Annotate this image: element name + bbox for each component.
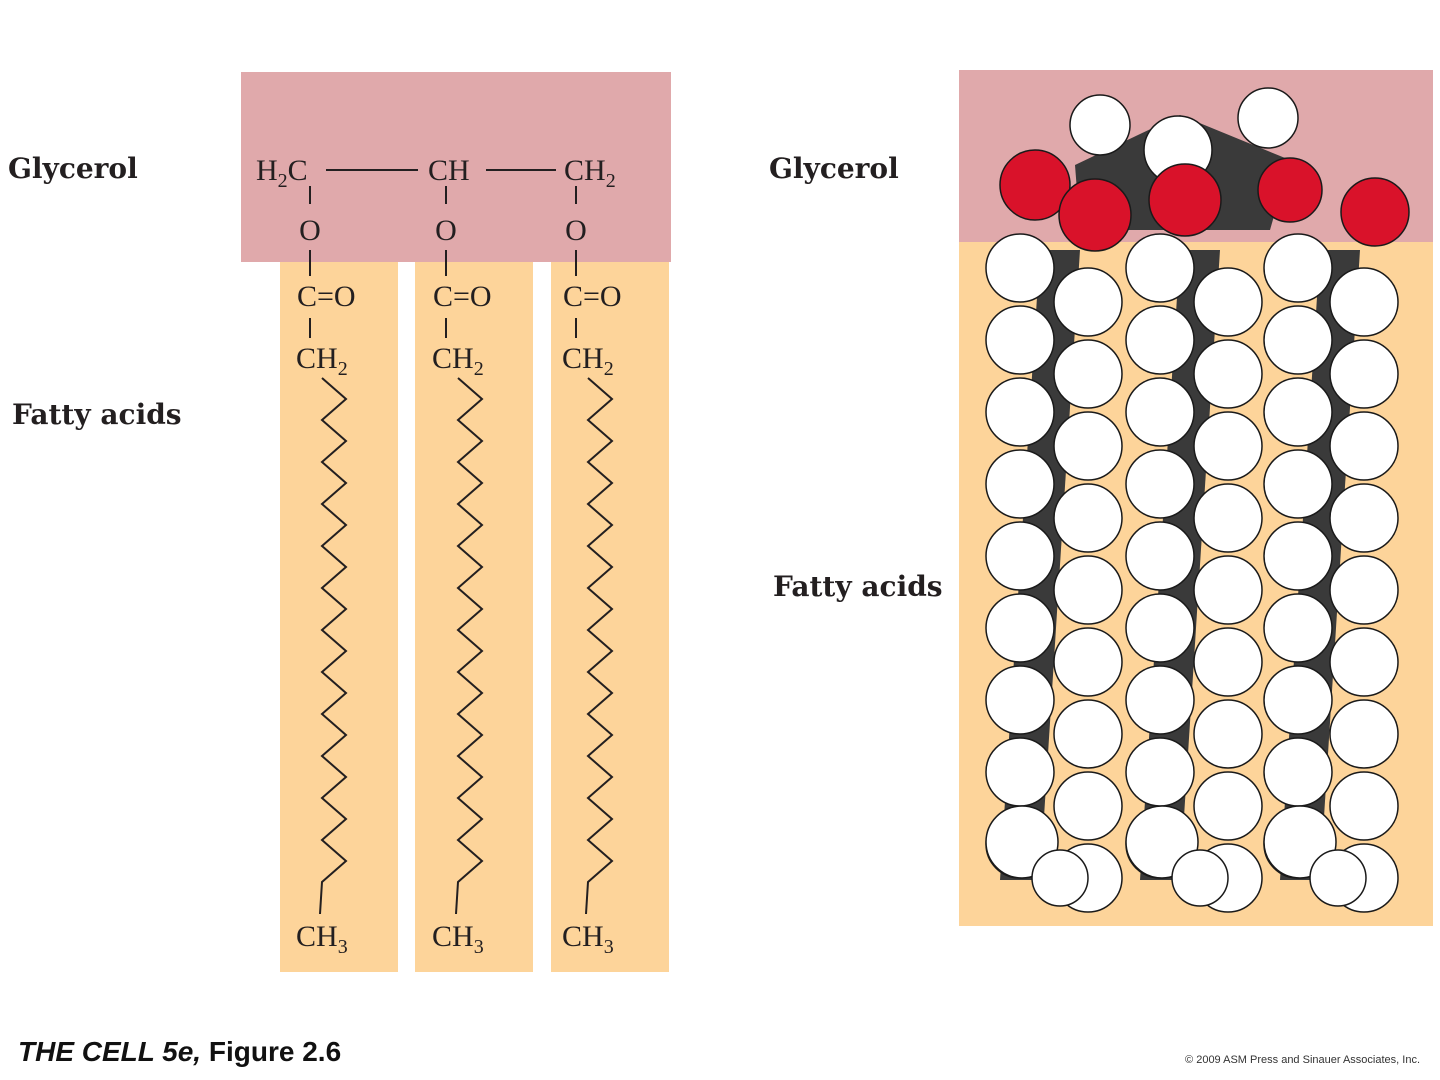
hydrogen-atom bbox=[1263, 665, 1333, 735]
hydrogen-atom bbox=[1193, 627, 1263, 697]
oxygen-atom bbox=[1058, 178, 1132, 252]
hydrogen-atom bbox=[1329, 699, 1399, 769]
hydrogen-atom bbox=[1069, 94, 1131, 156]
hydrogen-atom bbox=[1193, 411, 1263, 481]
fatty-acids-label-right: Fatty acids bbox=[773, 570, 943, 603]
hydrogen-atom bbox=[1329, 627, 1399, 697]
hydrogen-atom bbox=[1263, 305, 1333, 375]
hydrogen-atom bbox=[1053, 267, 1123, 337]
hydrogen-atom bbox=[1193, 771, 1263, 841]
fatty-acid-column-3 bbox=[551, 262, 669, 972]
hydrogen-atom bbox=[1263, 377, 1333, 447]
glycerol-carbon-1: H2C bbox=[256, 154, 308, 192]
figure-caption: THE CELL 5e, Figure 2.6 bbox=[18, 1036, 341, 1068]
hydrogen-atom bbox=[1053, 771, 1123, 841]
methyl-group: CH3 bbox=[432, 920, 484, 958]
methylene-group: CH2 bbox=[432, 342, 484, 380]
hydrogen-atom bbox=[1053, 627, 1123, 697]
hydrogen-atom bbox=[1329, 771, 1399, 841]
hydrogen-atom bbox=[1329, 267, 1399, 337]
hydrogen-atom bbox=[985, 521, 1055, 591]
hydrogen-atom bbox=[985, 665, 1055, 735]
fatty-acids-label-left: Fatty acids bbox=[12, 398, 182, 431]
hydrogen-atom bbox=[1263, 521, 1333, 591]
glycerol-carbon-3: CH2 bbox=[564, 154, 616, 192]
glycerol-region-left bbox=[241, 72, 671, 262]
methyl-group: CH3 bbox=[296, 920, 348, 958]
hydrogen-atom bbox=[1329, 555, 1399, 625]
methylene-group: CH2 bbox=[296, 342, 348, 380]
hydrogen-atom bbox=[985, 233, 1055, 303]
hydrogen-atom bbox=[985, 305, 1055, 375]
ester-oxygen: O bbox=[299, 214, 321, 247]
hydrogen-atom bbox=[1329, 411, 1399, 481]
hydrogen-atom bbox=[1125, 449, 1195, 519]
glycerol-carbon-2: CH bbox=[428, 154, 470, 187]
hydrogen-atom bbox=[1193, 699, 1263, 769]
hydrogen-atom bbox=[1031, 849, 1089, 907]
hydrogen-atom bbox=[1193, 267, 1263, 337]
hydrogen-atom bbox=[1237, 87, 1299, 149]
hydrogen-atom bbox=[985, 737, 1055, 807]
hydrocarbon-chain bbox=[585, 377, 614, 915]
hydrogen-atom bbox=[985, 593, 1055, 663]
carbonyl-group: C=O bbox=[563, 280, 622, 313]
hydrogen-atom bbox=[1125, 665, 1195, 735]
hydrogen-atom bbox=[1125, 377, 1195, 447]
carbonyl-group: C=O bbox=[297, 280, 356, 313]
hydrogen-atom bbox=[1263, 449, 1333, 519]
hydrogen-atom bbox=[1125, 521, 1195, 591]
hydrogen-atom bbox=[985, 449, 1055, 519]
hydrogen-atom bbox=[985, 377, 1055, 447]
oxygen-atom bbox=[1257, 157, 1323, 223]
hydrogen-atom bbox=[1053, 339, 1123, 409]
methyl-group: CH3 bbox=[562, 920, 614, 958]
space-filling-atoms bbox=[985, 87, 1410, 913]
hydrogen-atom bbox=[1125, 305, 1195, 375]
hydrogen-atom bbox=[1263, 737, 1333, 807]
hydrogen-atom bbox=[1193, 339, 1263, 409]
figure-number: Figure 2.6 bbox=[201, 1036, 342, 1067]
methylene-group: CH2 bbox=[562, 342, 614, 380]
hydrogen-atom bbox=[1053, 411, 1123, 481]
copyright-notice: © 2009 ASM Press and Sinauer Associates,… bbox=[1185, 1054, 1420, 1066]
hydrogen-atom bbox=[1125, 737, 1195, 807]
hydrogen-atom bbox=[1193, 483, 1263, 553]
hydrogen-atom bbox=[1171, 849, 1229, 907]
hydrogen-atom bbox=[1329, 339, 1399, 409]
space-filling-model-panel bbox=[959, 70, 1433, 926]
oxygen-atom bbox=[999, 149, 1071, 221]
book-title: THE CELL 5e, bbox=[18, 1036, 202, 1067]
hydrogen-atom bbox=[1053, 483, 1123, 553]
hydrocarbon-chain bbox=[455, 377, 484, 915]
hydrogen-atom bbox=[1125, 593, 1195, 663]
hydrogen-atom bbox=[1053, 555, 1123, 625]
hydrocarbon-chain bbox=[319, 377, 348, 915]
glycerol-label-left: Glycerol bbox=[8, 152, 138, 185]
hydrogen-atom bbox=[1309, 849, 1367, 907]
oxygen-atom bbox=[1148, 163, 1222, 237]
ester-oxygen: O bbox=[435, 214, 457, 247]
hydrogen-atom bbox=[1263, 593, 1333, 663]
ester-oxygen: O bbox=[565, 214, 587, 247]
glycerol-label-right: Glycerol bbox=[769, 152, 899, 185]
hydrogen-atom bbox=[1263, 233, 1333, 303]
hydrogen-atom bbox=[1329, 483, 1399, 553]
hydrogen-atom bbox=[1125, 233, 1195, 303]
hydrogen-atom bbox=[1193, 555, 1263, 625]
hydrogen-atom bbox=[1053, 699, 1123, 769]
carbonyl-group: C=O bbox=[433, 280, 492, 313]
oxygen-atom bbox=[1340, 177, 1410, 247]
